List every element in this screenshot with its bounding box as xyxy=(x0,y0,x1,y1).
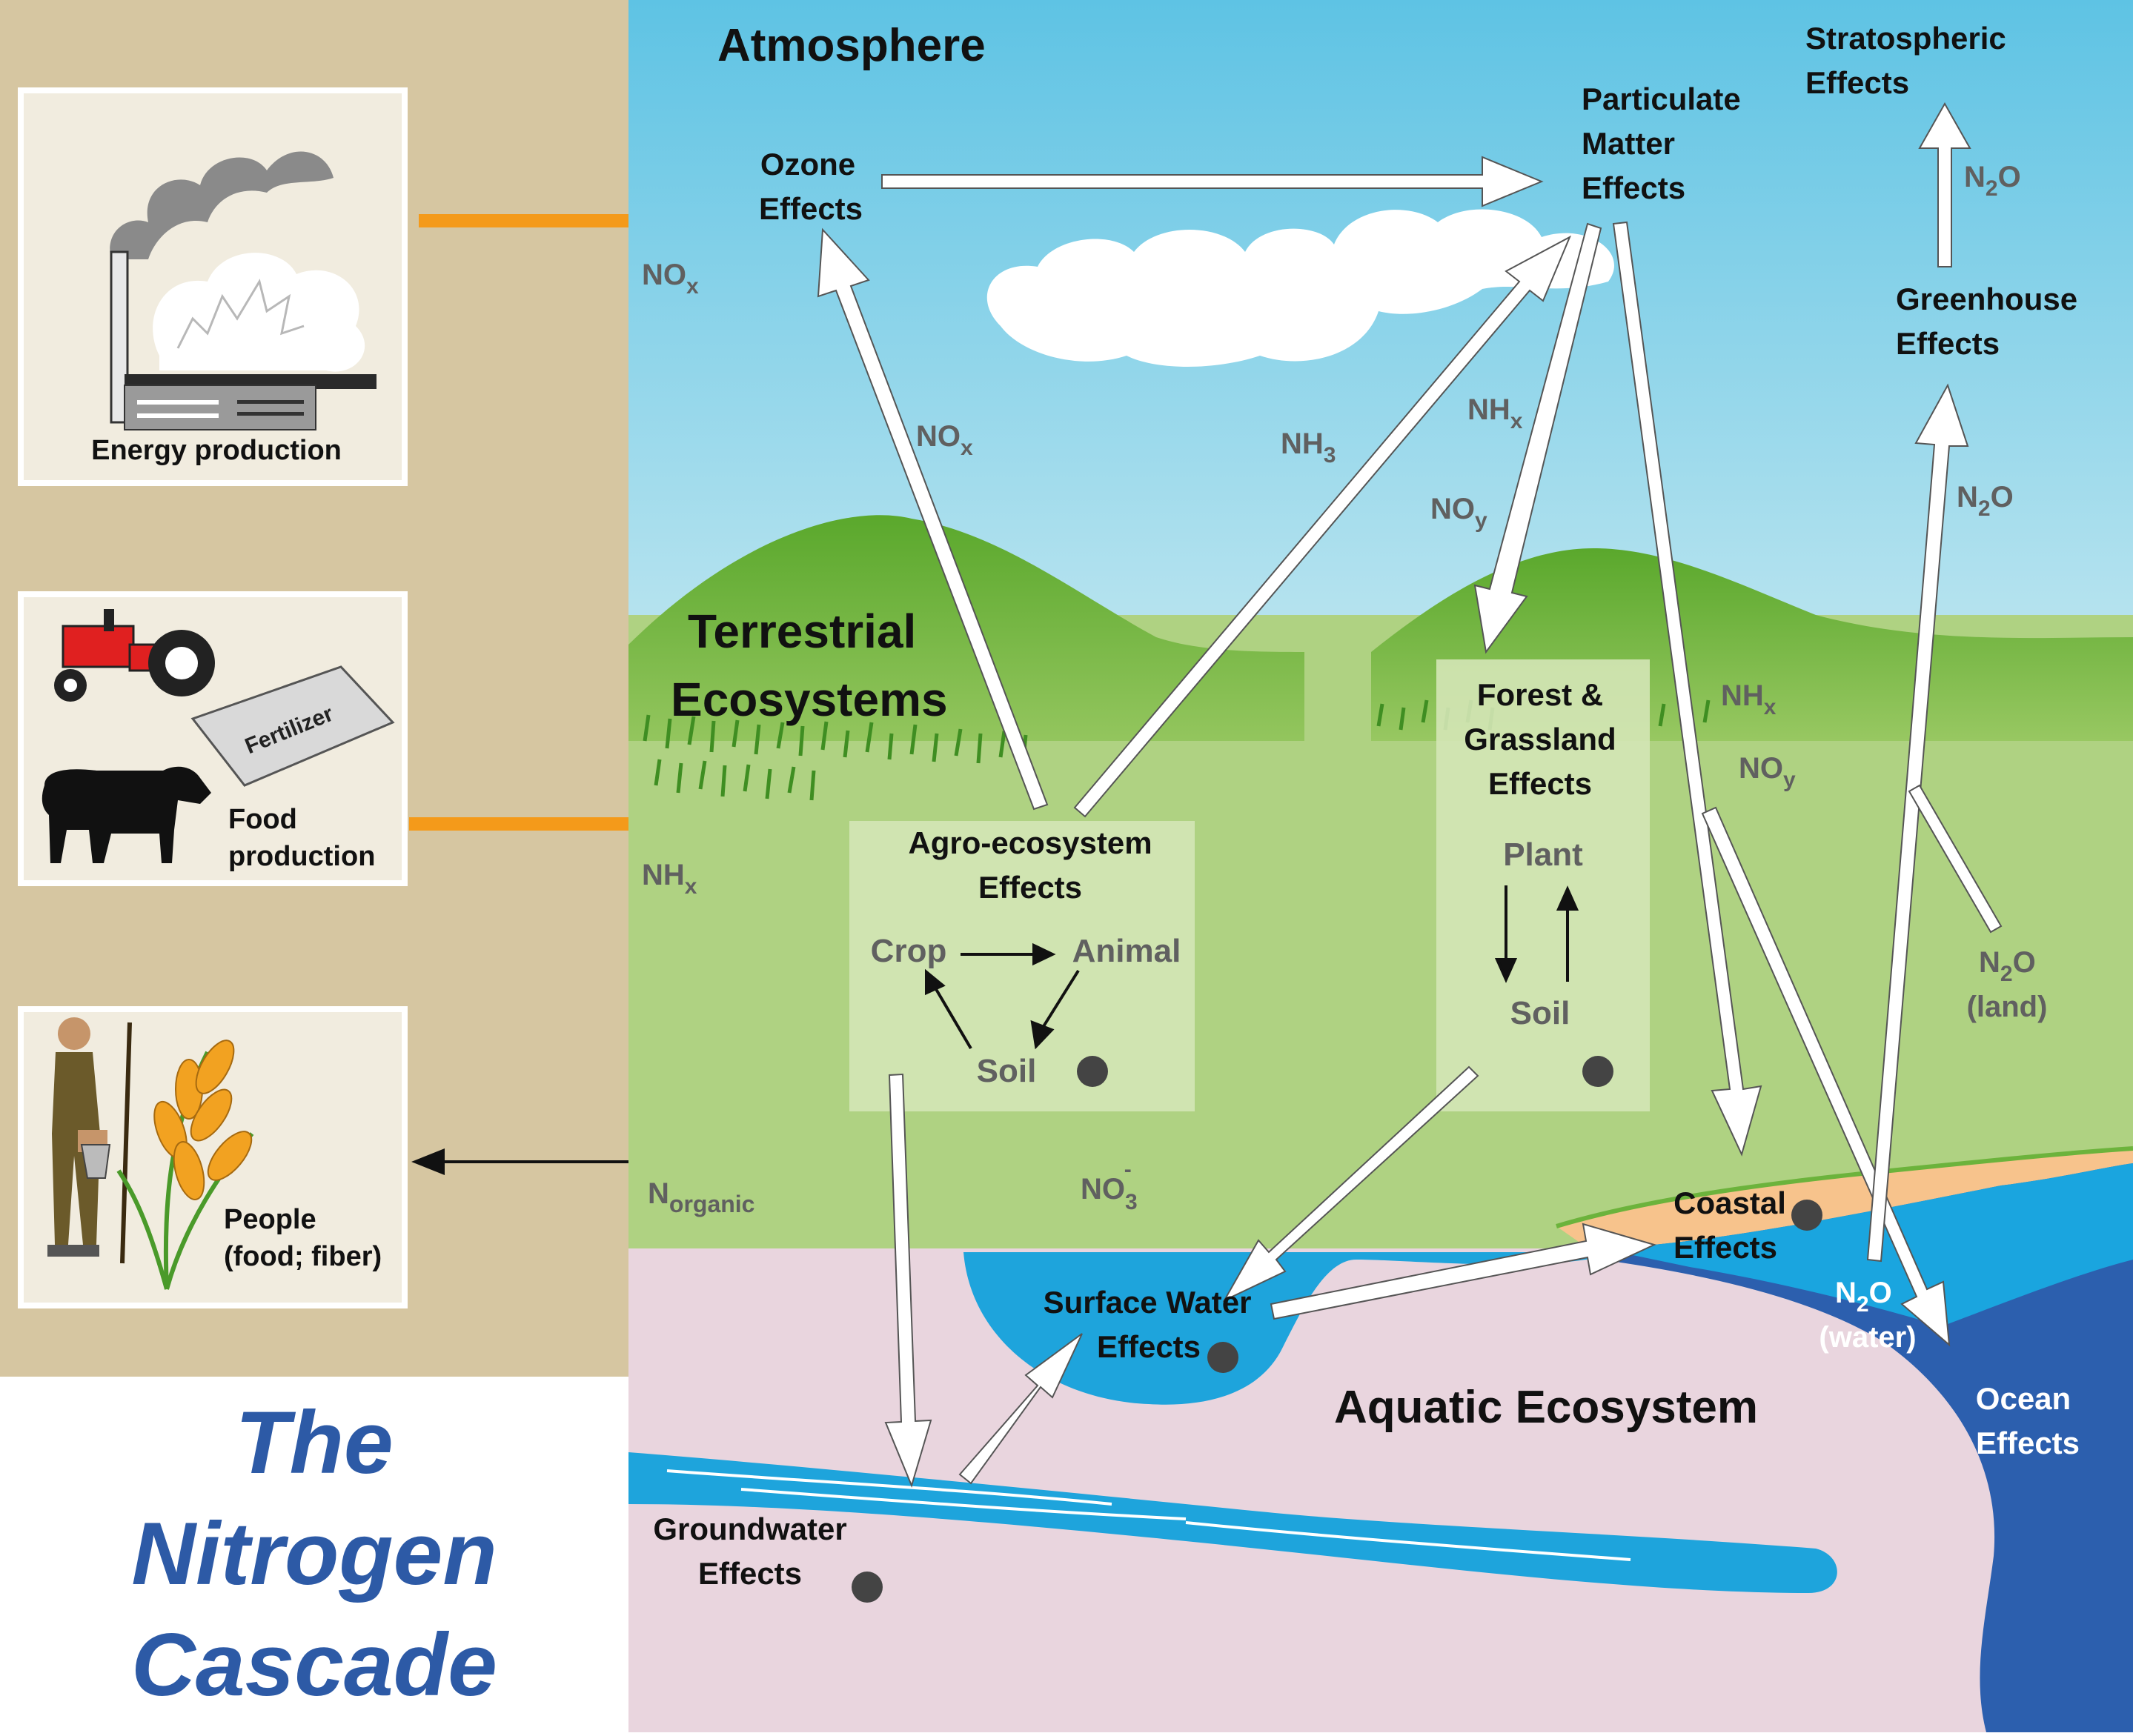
energy-production-label: Energy production xyxy=(91,435,342,466)
noy-down-label: NOy xyxy=(1430,493,1487,533)
ocean-effects-1: Ocean xyxy=(1976,1381,2071,1416)
no3-label: NO3- xyxy=(1081,1157,1138,1214)
chimney-icon xyxy=(110,250,129,424)
people-label-2: (food; fiber) xyxy=(224,1241,382,1272)
nhx-coast-label: NHx xyxy=(1721,679,1777,719)
surface-water-effects-2: Effects xyxy=(1097,1329,1201,1364)
flow-arrows xyxy=(817,102,2003,1489)
nhx-down-label: NHx xyxy=(1467,393,1523,433)
effect-markers xyxy=(852,1056,1822,1603)
groundwater-dot xyxy=(852,1572,883,1603)
forest-effects-3: Effects xyxy=(1488,766,1592,801)
people-box: People (food; fiber) xyxy=(18,1006,408,1308)
pm-effects-3: Effects xyxy=(1582,170,1685,205)
title-panel xyxy=(0,1377,628,1732)
forest-cycle-arrows xyxy=(1494,885,1579,983)
food-production-box: Fertilizer Food production xyxy=(18,591,408,886)
ozone-effects-2: Effects xyxy=(759,191,863,226)
strat-effects-1: Stratospheric xyxy=(1805,21,2006,56)
cloud xyxy=(986,209,1614,367)
surface-water-effects-1: Surface Water xyxy=(1044,1285,1252,1320)
title-line-1: The xyxy=(235,1393,393,1492)
energy-production-box: Energy production xyxy=(18,87,408,486)
farmer-icon xyxy=(47,1017,132,1264)
arrow-water-n2o-to-greenhouse xyxy=(1866,383,1969,1263)
fertilizer-bag-icon: Fertilizer xyxy=(190,665,395,787)
food-production-label-1: Food xyxy=(228,804,297,835)
terrestrial-label-1: Terrestrial xyxy=(688,605,916,658)
n2o-mid-label: N2O xyxy=(1957,481,2014,521)
nh3-label: NH3 xyxy=(1281,428,1336,468)
n2o-land-label: N2O xyxy=(1979,946,2036,986)
coastal-shore xyxy=(1556,1148,2133,1252)
agro-animal-label: Animal xyxy=(1072,933,1181,969)
coastal-dot xyxy=(1791,1200,1822,1231)
factory-building-icon xyxy=(124,385,316,430)
arrow-pm-to-coastal xyxy=(1612,221,1762,1157)
surface-water-pond xyxy=(963,1252,1616,1405)
smoke-plume-icon xyxy=(110,151,334,259)
arrow-agro-to-groundwater xyxy=(884,1073,932,1489)
n2o-water-sublabel: (water) xyxy=(1819,1321,1916,1354)
arrow-ozone-to-pm xyxy=(881,156,1544,207)
wheat-icon xyxy=(116,1040,254,1290)
nhx-food-label: NHx xyxy=(642,859,697,899)
ozone-effects-1: Ozone xyxy=(760,147,855,182)
ocean-effects-2: Effects xyxy=(1976,1426,2080,1460)
noy-coast-label: NOy xyxy=(1739,752,1796,792)
greenhouse-effects-1: Greenhouse xyxy=(1896,282,2077,316)
title-line-2: Nitrogen xyxy=(131,1504,497,1603)
groundwater-stream xyxy=(628,1452,1837,1593)
arrow-agro-to-ozone xyxy=(817,227,1049,811)
pm-effects-1: Particulate xyxy=(1582,82,1741,116)
forest-soil-label: Soil xyxy=(1510,995,1570,1031)
aquatic-label: Aquatic Ecosystem xyxy=(1334,1382,1758,1433)
title-line-3: Cascade xyxy=(131,1615,497,1715)
strat-effects-2: Effects xyxy=(1805,65,1909,100)
coastal-effects-2: Effects xyxy=(1673,1230,1777,1265)
nox-energy-label: NOx xyxy=(642,259,699,299)
nox-agro-label: NOx xyxy=(916,420,973,460)
agro-soil-label: Soil xyxy=(977,1053,1037,1089)
steam-cloud-icon xyxy=(153,253,365,372)
coastal-effects-1: Coastal xyxy=(1673,1185,1786,1220)
arrow-land-n2o xyxy=(1908,784,2003,934)
agro-effects-1: Agro-ecosystem xyxy=(908,825,1152,860)
forest-effects-1: Forest & xyxy=(1477,677,1603,712)
forest-effects-2: Grassland xyxy=(1464,722,1616,756)
atmosphere-label: Atmosphere xyxy=(717,20,986,71)
agro-cycle-arrows xyxy=(925,942,1080,1050)
surface-water-dot xyxy=(1207,1342,1238,1373)
forest-dot xyxy=(1582,1056,1613,1087)
arrow-greenhouse-to-strat xyxy=(1918,102,1971,267)
greenhouse-effects-2: Effects xyxy=(1896,326,2000,361)
arrow-agro-to-pm xyxy=(1073,235,1572,818)
n2o-land-sublabel: (land) xyxy=(1967,991,2048,1023)
pm-effects-2: Matter xyxy=(1582,126,1675,161)
people-label-1: People xyxy=(224,1204,316,1235)
groundwater-effects-1: Groundwater xyxy=(653,1511,846,1546)
arrow-groundwater-to-surface xyxy=(958,1333,1083,1485)
arrow-surface-to-coastal xyxy=(1270,1223,1656,1320)
agro-dot xyxy=(1077,1056,1108,1087)
agro-crop-label: Crop xyxy=(871,933,947,969)
arrow-pm-to-ocean xyxy=(1701,806,1951,1347)
norganic-label: Norganic xyxy=(648,1177,754,1217)
agro-ecosystem-box xyxy=(849,821,1195,1111)
arrow-forest-to-surface xyxy=(1222,1065,1479,1303)
ocean xyxy=(1601,1163,2133,1732)
tractor-icon xyxy=(54,609,215,702)
groundwater-effects-2: Effects xyxy=(698,1556,802,1591)
food-production-label-2: production xyxy=(228,841,375,872)
forest-plant-label: Plant xyxy=(1503,837,1583,873)
forest-grassland-box xyxy=(1436,659,1650,1111)
arrow-pm-to-forest xyxy=(1473,222,1602,654)
terrestrial-label-2: Ecosystems xyxy=(671,673,948,726)
agro-effects-2: Effects xyxy=(978,870,1082,905)
n2o-top-label: N2O xyxy=(1964,161,2021,201)
cow-icon xyxy=(42,766,211,863)
n2o-water-label: N2O xyxy=(1835,1277,1892,1317)
